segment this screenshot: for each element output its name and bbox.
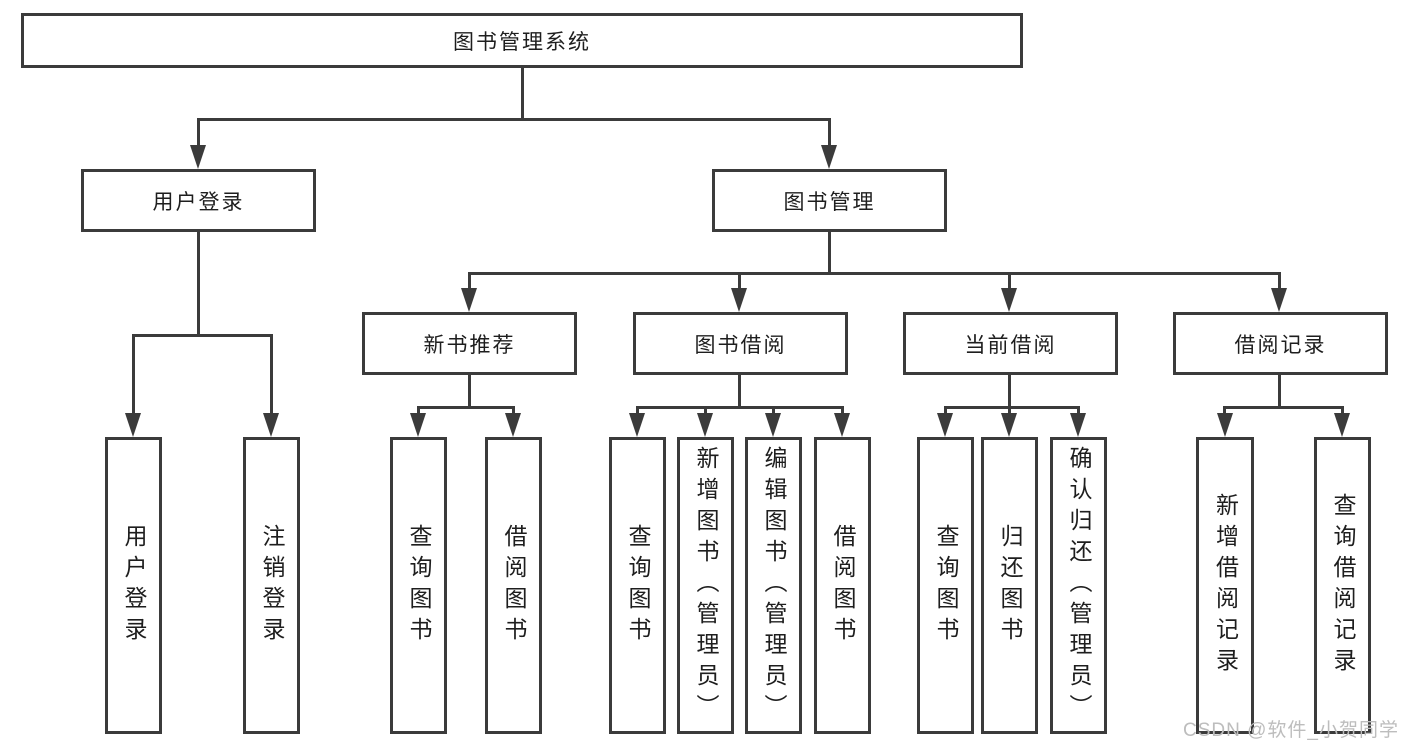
node-book-management: 图书管理 bbox=[712, 169, 947, 232]
node-label: 用户登录 bbox=[152, 190, 245, 214]
arrow-down-icon bbox=[1070, 413, 1086, 437]
arrow-down-icon bbox=[765, 413, 781, 437]
leaf-query-books-recommend: 查询图书 bbox=[390, 437, 447, 734]
node-book-borrowing: 图书借阅 bbox=[633, 312, 848, 375]
arrow-down-icon bbox=[1334, 413, 1350, 437]
leaf-label: 用户登录 bbox=[121, 523, 147, 648]
connector-drop-new-book bbox=[468, 272, 471, 290]
leaf-add-borrow-record: 新增借阅记录 bbox=[1196, 437, 1254, 734]
leaf-return-books: 归还图书 bbox=[981, 437, 1038, 734]
connector-drop bbox=[1223, 406, 1226, 415]
connector-drop bbox=[636, 406, 639, 415]
leaf-query-borrow-record: 查询借阅记录 bbox=[1314, 437, 1371, 734]
connector-borrow-record-stem bbox=[1278, 375, 1281, 406]
connector-drop bbox=[1077, 406, 1080, 415]
node-label: 图书管理 bbox=[783, 190, 876, 214]
connector-user-login-stem bbox=[197, 232, 200, 334]
arrow-down-icon bbox=[629, 413, 645, 437]
connector-drop bbox=[1008, 406, 1011, 415]
leaf-label: 归还图书 bbox=[997, 523, 1023, 648]
leaf-query-books-current: 查询图书 bbox=[917, 437, 974, 734]
node-label: 借阅记录 bbox=[1234, 333, 1327, 357]
leaf-label: 借阅图书 bbox=[501, 523, 527, 648]
arrow-down-icon bbox=[125, 413, 141, 437]
arrow-down-icon bbox=[461, 288, 477, 312]
node-user-login: 用户登录 bbox=[81, 169, 316, 232]
arrow-down-icon bbox=[731, 288, 747, 312]
connector-drop-logout-leaf bbox=[270, 334, 273, 414]
connector-drop bbox=[512, 406, 515, 415]
connector-drop-login-leaf bbox=[132, 334, 135, 414]
connector-drop-book-management bbox=[828, 118, 831, 147]
leaf-label: 确认归还（管理员） bbox=[1066, 446, 1092, 725]
connector-drop bbox=[704, 406, 707, 415]
leaf-label: 注销登录 bbox=[259, 523, 285, 648]
leaf-label: 查询图书 bbox=[933, 523, 959, 648]
leaf-label: 查询图书 bbox=[625, 523, 651, 648]
arrow-down-icon bbox=[190, 145, 206, 169]
connector-current-borrow-stem bbox=[1008, 375, 1011, 406]
leaf-query-books-borrowing: 查询图书 bbox=[609, 437, 666, 734]
leaf-edit-books-admin: 编辑图书（管理员） bbox=[745, 437, 802, 734]
connector-drop bbox=[1341, 406, 1344, 415]
leaf-label: 查询图书 bbox=[406, 523, 432, 648]
node-label: 图书管理系统 bbox=[453, 30, 591, 54]
arrow-down-icon bbox=[937, 413, 953, 437]
arrow-down-icon bbox=[1271, 288, 1287, 312]
arrow-down-icon bbox=[1001, 413, 1017, 437]
leaf-borrow-books-recommend: 借阅图书 bbox=[485, 437, 542, 734]
connector-new-book-stem bbox=[468, 375, 471, 406]
connector-book-borrow-stem bbox=[738, 375, 741, 406]
connector-root-stem bbox=[521, 68, 524, 118]
connector-user-login-rail bbox=[132, 334, 273, 337]
arrow-down-icon bbox=[834, 413, 850, 437]
connector-book-management-rail bbox=[468, 272, 1281, 275]
arrow-down-icon bbox=[505, 413, 521, 437]
node-library-management-system: 图书管理系统 bbox=[21, 13, 1023, 68]
leaf-label: 新增借阅记录 bbox=[1212, 492, 1239, 679]
connector-drop-current-borrow bbox=[1008, 272, 1011, 290]
leaf-logout: 注销登录 bbox=[243, 437, 300, 734]
node-label: 当前借阅 bbox=[964, 333, 1057, 357]
connector-drop-user-login bbox=[197, 118, 200, 147]
watermark: CSDN @软件_小贺同学 bbox=[1183, 720, 1399, 741]
leaf-label: 编辑图书（管理员） bbox=[761, 446, 787, 725]
connector-current-borrow-rail bbox=[944, 406, 1080, 409]
node-current-borrowing: 当前借阅 bbox=[903, 312, 1118, 375]
connector-book-borrow-rail bbox=[636, 406, 844, 409]
leaf-user-login: 用户登录 bbox=[105, 437, 162, 734]
connector-drop bbox=[841, 406, 844, 415]
leaf-confirm-return-admin: 确认归还（管理员） bbox=[1050, 437, 1107, 734]
arrow-down-icon bbox=[263, 413, 279, 437]
arrow-down-icon bbox=[697, 413, 713, 437]
node-borrowing-records: 借阅记录 bbox=[1173, 312, 1388, 375]
arrow-down-icon bbox=[1001, 288, 1017, 312]
connector-new-book-rail bbox=[417, 406, 515, 409]
connector-drop-book-borrow bbox=[738, 272, 741, 290]
connector-drop-borrow-record bbox=[1278, 272, 1281, 290]
leaf-label: 借阅图书 bbox=[830, 523, 856, 648]
connector-book-management-stem bbox=[828, 232, 831, 272]
node-new-book-recommend: 新书推荐 bbox=[362, 312, 577, 375]
arrow-down-icon bbox=[1217, 413, 1233, 437]
node-label: 图书借阅 bbox=[694, 333, 787, 357]
connector-root-rail bbox=[197, 118, 831, 121]
arrow-down-icon bbox=[821, 145, 837, 169]
connector-drop bbox=[944, 406, 947, 415]
leaf-label: 新增图书（管理员） bbox=[693, 446, 719, 725]
arrow-down-icon bbox=[410, 413, 426, 437]
node-label: 新书推荐 bbox=[423, 333, 516, 357]
connector-drop bbox=[417, 406, 420, 415]
leaf-borrow-books-borrowing: 借阅图书 bbox=[814, 437, 871, 734]
leaf-add-books-admin: 新增图书（管理员） bbox=[677, 437, 734, 734]
connector-borrow-record-rail bbox=[1223, 406, 1344, 409]
connector-drop bbox=[772, 406, 775, 415]
leaf-label: 查询借阅记录 bbox=[1330, 492, 1356, 679]
